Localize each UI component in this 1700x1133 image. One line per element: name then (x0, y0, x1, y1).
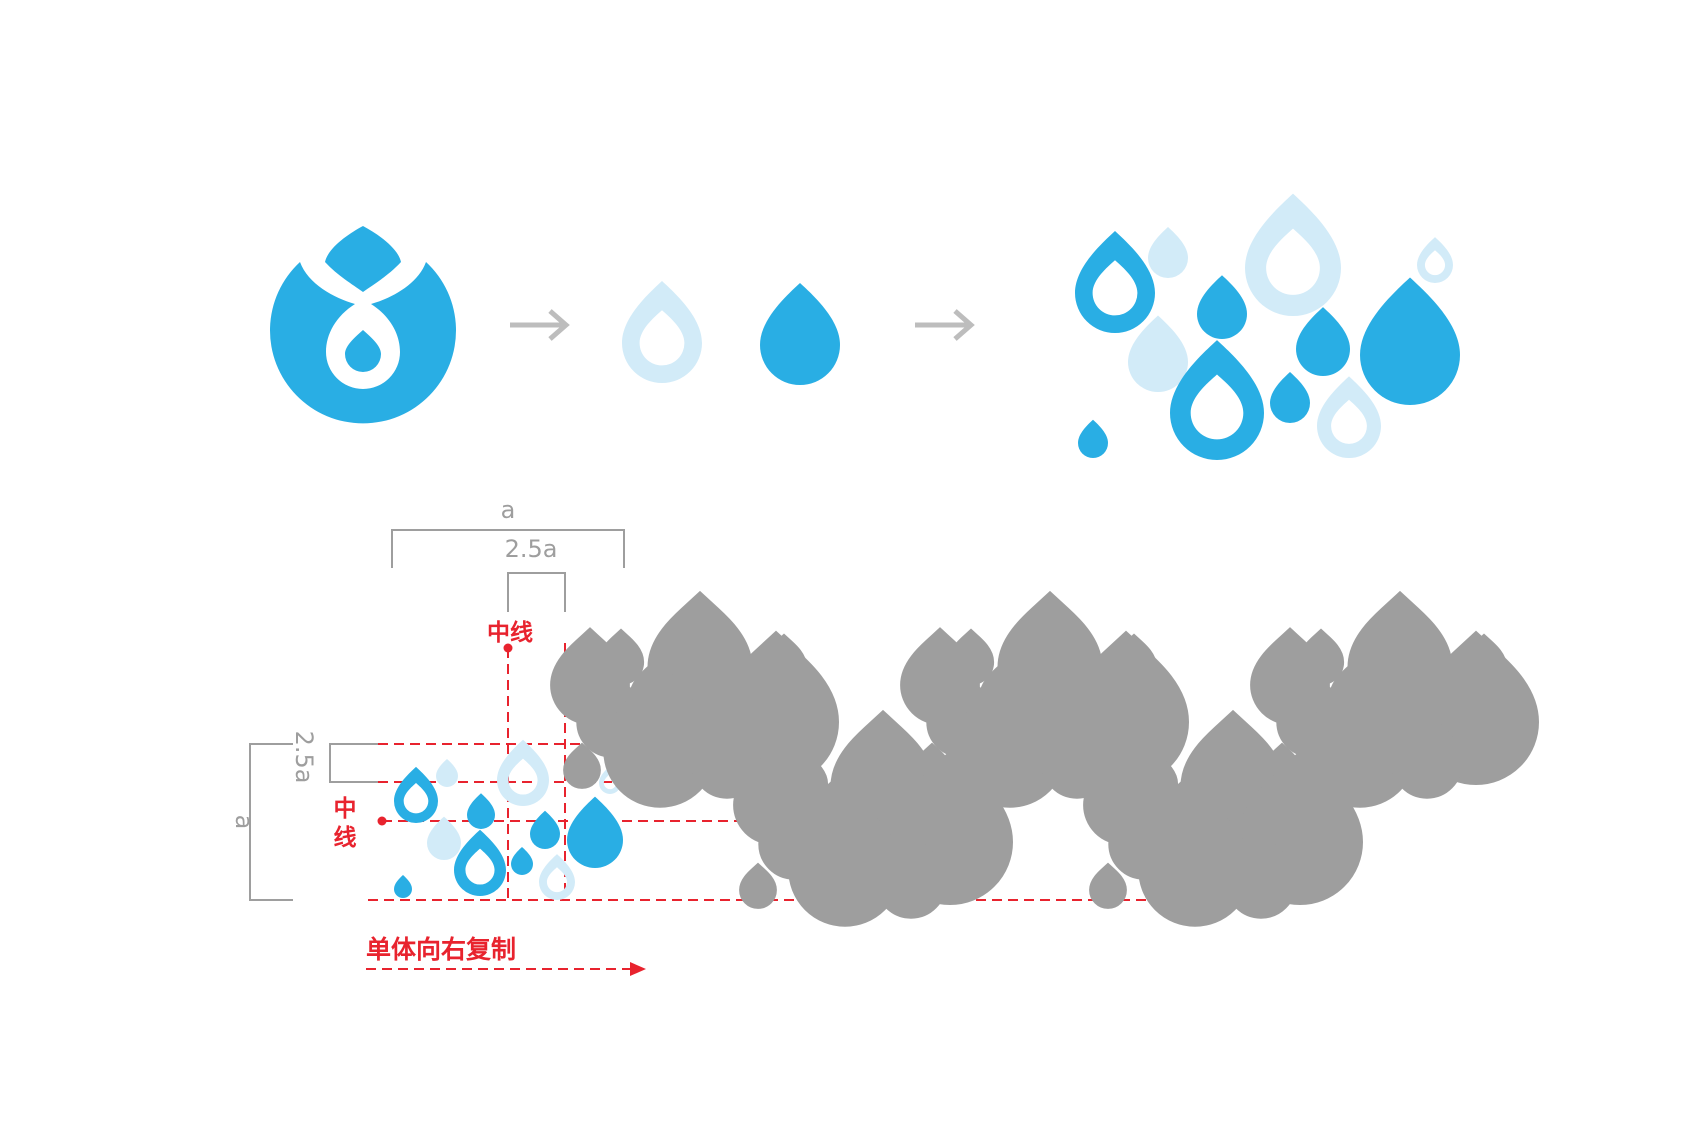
center-line-label-horizontal: 中 (334, 796, 357, 822)
width-offset-label: 2.5a (505, 535, 558, 563)
width-dimension (391, 529, 625, 612)
solid-drop-icon (760, 283, 840, 385)
outlined-repeat-pattern (571, 628, 1506, 900)
guide-lines (366, 643, 1270, 970)
center-point (503, 643, 513, 653)
center-line-label-vertical: 中线 (487, 619, 533, 646)
center-point (377, 816, 387, 826)
water-drop-lotus-logo (270, 226, 456, 424)
center-line-label-horizontal: 线 (334, 824, 357, 851)
drop-cluster (1075, 193, 1460, 460)
right-arrow-icon (510, 311, 566, 339)
repeat-instruction-label: 单体向右复制 (366, 935, 516, 964)
height-offset-label: 2.5a (290, 731, 318, 784)
height-dimension (249, 743, 378, 901)
direction-arrow-head (630, 962, 646, 976)
height-total-label: a (230, 815, 258, 830)
width-total-label: a (501, 496, 516, 524)
outlined-drop-light-icon (622, 281, 702, 383)
right-arrow-icon (915, 311, 971, 339)
